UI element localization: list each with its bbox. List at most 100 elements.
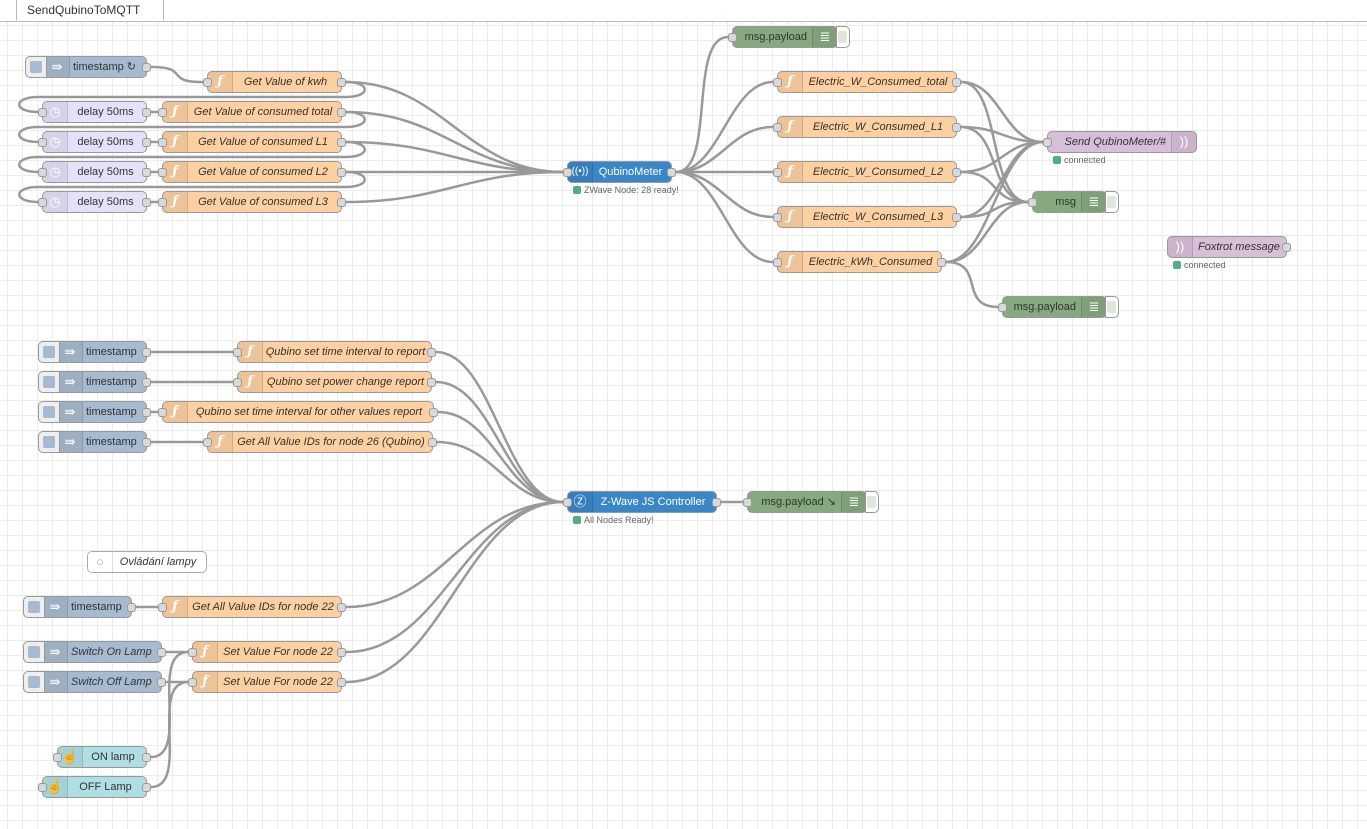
input-port[interactable] xyxy=(563,167,572,177)
output-port[interactable] xyxy=(428,437,437,447)
input-port[interactable] xyxy=(773,122,782,132)
input-port[interactable] xyxy=(158,602,167,612)
input-port[interactable] xyxy=(773,212,782,222)
output-port[interactable] xyxy=(337,647,346,657)
node-delay1[interactable]: ◷delay 50ms xyxy=(38,101,151,123)
node-delay3[interactable]: ◷delay 50ms xyxy=(38,161,151,183)
input-port[interactable] xyxy=(38,782,47,792)
output-port[interactable] xyxy=(142,62,151,72)
input-port[interactable] xyxy=(38,167,47,177)
output-port[interactable] xyxy=(142,782,151,792)
node-inject-kwh[interactable]: ⇛timestamp ↻ xyxy=(25,56,151,78)
output-port[interactable] xyxy=(337,137,346,147)
node-inj-c[interactable]: ⇛timestamp xyxy=(38,401,151,423)
output-port[interactable] xyxy=(142,137,151,147)
output-port[interactable] xyxy=(142,197,151,207)
output-port[interactable] xyxy=(427,347,436,357)
output-port[interactable] xyxy=(712,497,721,507)
node-btn-on[interactable]: ☝ON lamp xyxy=(53,746,151,768)
input-port[interactable] xyxy=(188,677,197,687)
node-qubino[interactable]: ((•))QubinoMeter xyxy=(563,161,676,183)
inject-trigger-button[interactable] xyxy=(23,671,45,693)
input-port[interactable] xyxy=(1043,137,1052,147)
tab-sendqubinotomqtt[interactable]: SendQubinoToMQTT xyxy=(16,0,164,21)
node-mqtt-in[interactable]: ))Foxtrot message xyxy=(1167,236,1291,258)
output-port[interactable] xyxy=(142,107,151,117)
node-mqtt-out[interactable]: ))Send QubinoMeter/# xyxy=(1043,131,1197,153)
output-port[interactable] xyxy=(142,377,151,387)
output-port[interactable] xyxy=(157,677,166,687)
input-port[interactable] xyxy=(38,107,47,117)
inject-trigger-button[interactable] xyxy=(38,371,60,393)
input-port[interactable] xyxy=(998,302,1007,312)
input-port[interactable] xyxy=(773,77,782,87)
output-port[interactable] xyxy=(337,677,346,687)
node-inj-d[interactable]: ⇛timestamp xyxy=(38,431,151,453)
inject-trigger-button[interactable] xyxy=(38,431,60,453)
output-port[interactable] xyxy=(427,377,436,387)
node-dbg-ctrl[interactable]: ≣msg.payload ↘ xyxy=(743,491,879,513)
input-port[interactable] xyxy=(728,32,737,42)
node-inj-off[interactable]: ⇛Switch Off Lamp xyxy=(23,671,166,693)
input-port[interactable] xyxy=(158,167,167,177)
node-dbg-kwh[interactable]: ≣msg.payload xyxy=(998,296,1119,318)
debug-toggle-button[interactable] xyxy=(836,26,850,48)
debug-toggle-button[interactable] xyxy=(1105,296,1119,318)
output-port[interactable] xyxy=(142,752,151,762)
input-port[interactable] xyxy=(743,497,752,507)
input-port[interactable] xyxy=(188,647,197,657)
node-delay4[interactable]: ◷delay 50ms xyxy=(38,191,151,213)
output-port[interactable] xyxy=(337,602,346,612)
node-inj-a[interactable]: ⇛timestamp xyxy=(38,341,151,363)
input-port[interactable] xyxy=(563,497,572,507)
output-port[interactable] xyxy=(337,77,346,87)
node-inj-b[interactable]: ⇛timestamp xyxy=(38,371,151,393)
input-port[interactable] xyxy=(203,437,212,447)
output-port[interactable] xyxy=(337,197,346,207)
output-port[interactable] xyxy=(952,167,961,177)
input-port[interactable] xyxy=(233,347,242,357)
inject-trigger-button[interactable] xyxy=(23,596,45,618)
output-port[interactable] xyxy=(667,167,676,177)
input-port[interactable] xyxy=(233,377,242,387)
output-port[interactable] xyxy=(952,122,961,132)
output-port[interactable] xyxy=(952,212,961,222)
output-port[interactable] xyxy=(142,167,151,177)
inject-trigger-button[interactable] xyxy=(25,56,47,78)
node-delay2[interactable]: ◷delay 50ms xyxy=(38,131,151,153)
output-port[interactable] xyxy=(337,107,346,117)
node-dbg-msg[interactable]: ≣msg xyxy=(1028,191,1119,213)
debug-toggle-button[interactable] xyxy=(1105,191,1119,213)
input-port[interactable] xyxy=(773,167,782,177)
input-port[interactable] xyxy=(203,77,212,87)
output-port[interactable] xyxy=(142,437,151,447)
debug-toggle-button[interactable] xyxy=(865,491,879,513)
output-port[interactable] xyxy=(337,167,346,177)
node-comment[interactable]: ○Ovládání lampy xyxy=(87,551,207,573)
inject-trigger-button[interactable] xyxy=(38,401,60,423)
input-port[interactable] xyxy=(158,407,167,417)
inject-trigger-button[interactable] xyxy=(23,641,45,663)
output-port[interactable] xyxy=(127,602,136,612)
output-port[interactable] xyxy=(952,77,961,87)
output-port[interactable] xyxy=(142,407,151,417)
output-port[interactable] xyxy=(157,647,166,657)
output-port[interactable] xyxy=(429,407,438,417)
output-port[interactable] xyxy=(142,347,151,357)
node-inj-e[interactable]: ⇛timestamp xyxy=(23,596,136,618)
input-port[interactable] xyxy=(38,137,47,147)
